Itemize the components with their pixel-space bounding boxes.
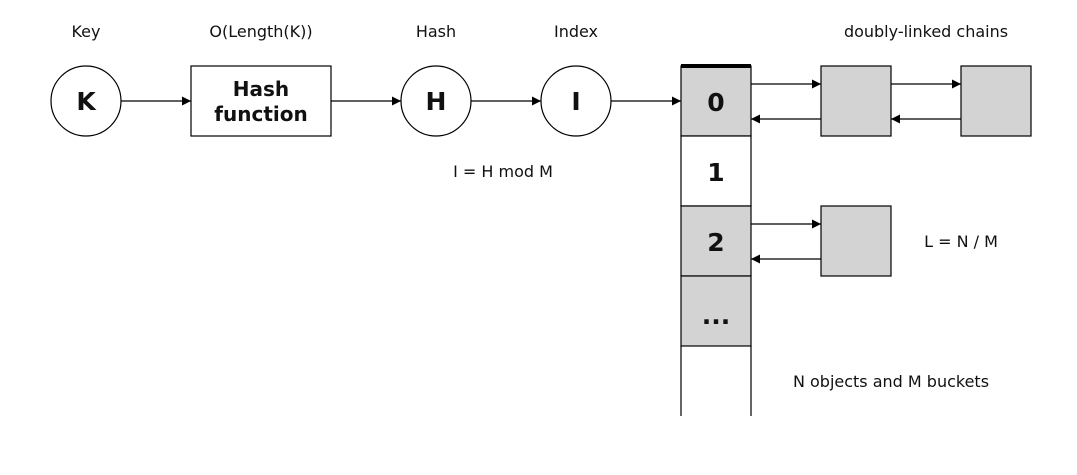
hash-function-line2: function [214,102,307,126]
hash-function-line1: Hash [233,77,289,101]
chain-bucket-0 [751,65,1032,137]
index-node-text: I [571,87,580,116]
bucket-1 [680,135,752,207]
index-formula: I = H mod M [453,162,553,181]
hash-node: H [400,65,472,137]
bucket-array: 0 1 2 ... [680,64,752,416]
bucket-ellipsis [680,275,752,347]
chain-node-0-2 [960,65,1032,137]
summary-label: N objects and M buckets [793,372,989,391]
chain-bucket-2 [751,205,892,277]
complexity-label: O(Length(K)) [209,22,312,41]
key-label: Key [71,22,100,41]
chains-label: doubly-linked chains [844,22,1008,41]
index-node: I [540,65,612,137]
hash-label: Hash [416,22,456,41]
chain-node-2-1 [820,205,892,277]
chain-node-0-1 [820,65,892,137]
hash-node-text: H [426,87,447,116]
bucket-ellipsis-label: ... [702,301,731,330]
bucket-1-label: 1 [707,158,724,187]
key-node-text: K [76,87,97,116]
hash-function-box: Hash function [190,65,332,137]
bucket-0-label: 0 [707,88,724,117]
index-label: Index [554,22,598,41]
bucket-2-label: 2 [707,228,724,257]
load-factor-formula: L = N / M [924,232,998,251]
key-node: K [50,65,122,137]
